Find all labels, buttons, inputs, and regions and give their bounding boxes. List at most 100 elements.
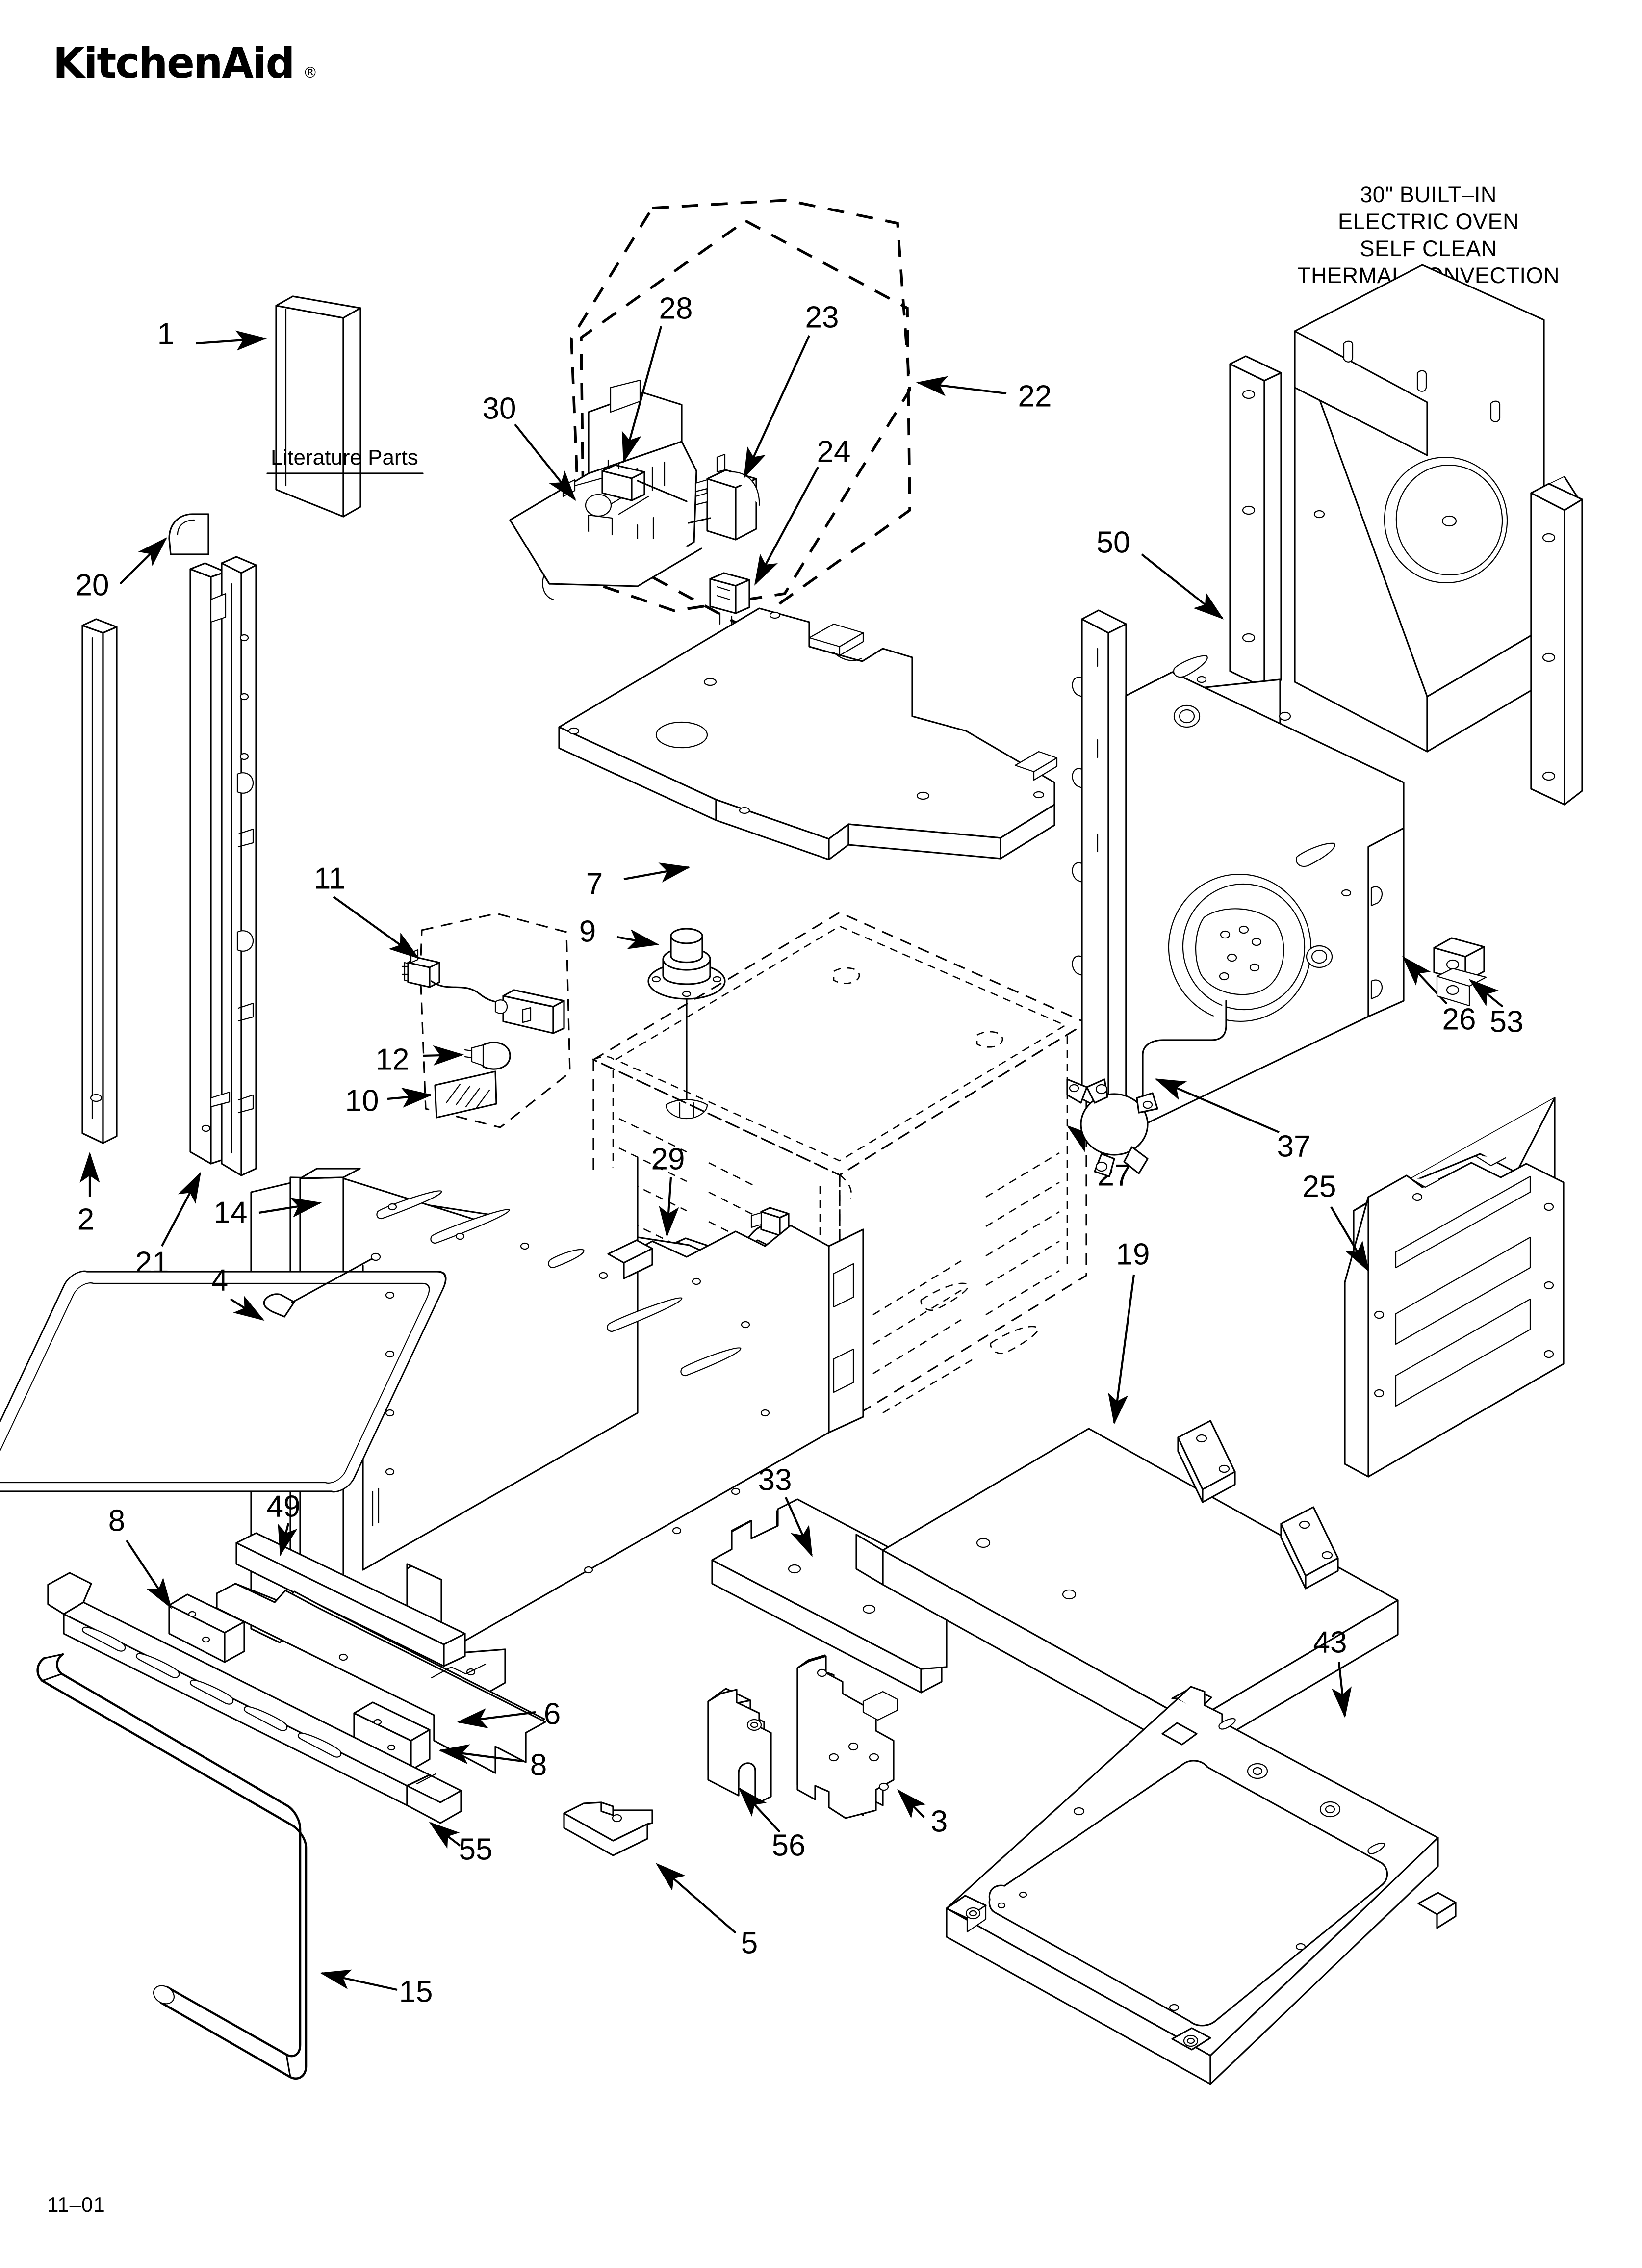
callout-1: 1 xyxy=(157,317,267,351)
callout-8-lower: 8 xyxy=(438,1744,547,1782)
part-support-bracket xyxy=(235,1532,466,1667)
part-latch-bracket xyxy=(509,379,702,600)
callout-56: 56 xyxy=(738,1787,806,1862)
part-rear-back-panel xyxy=(1229,264,1583,806)
callout-12: 12 xyxy=(376,1043,464,1076)
callout-30: 30 xyxy=(483,391,576,501)
callout-25: 25 xyxy=(1303,1170,1370,1273)
callout-29: 29 xyxy=(651,1142,685,1238)
part-flat-bracket xyxy=(563,1801,653,1856)
callout-number-28: 28 xyxy=(659,291,693,325)
part-light-lens xyxy=(434,1070,497,1119)
title-line-3: SELF CLEAN xyxy=(1360,235,1497,261)
label-literature-parts: Literature Parts xyxy=(266,445,424,474)
callout-43: 43 xyxy=(1313,1625,1352,1719)
callout-3: 3 xyxy=(897,1789,948,1838)
part-side-rail xyxy=(189,556,257,1176)
callout-50: 50 xyxy=(1097,525,1224,620)
callout-number-9: 9 xyxy=(579,914,596,948)
page-reference: 11–01 xyxy=(47,2193,105,2216)
callout-number-22: 22 xyxy=(1018,379,1052,413)
callout-26: 26 xyxy=(1402,956,1476,1036)
part-oven-front-frame xyxy=(0,1157,864,1703)
callout-number-8-upper: 8 xyxy=(108,1504,125,1538)
callout-number-3: 3 xyxy=(931,1804,948,1838)
callout-2: 2 xyxy=(77,1151,100,1236)
part-literature-manual xyxy=(275,295,361,518)
callout-number-33: 33 xyxy=(758,1463,792,1497)
callout-15: 15 xyxy=(319,1969,433,2008)
part-light-socket xyxy=(401,949,504,1006)
callout-53: 53 xyxy=(1468,979,1524,1039)
title-line-1: 30" BUILT–IN xyxy=(1360,182,1497,207)
callout-number-7: 7 xyxy=(586,867,603,901)
part-side-louver-panel xyxy=(1344,1097,1565,1478)
part-light-housing xyxy=(494,989,565,1034)
callout-28: 28 xyxy=(621,291,693,464)
callout-4: 4 xyxy=(211,1263,265,1321)
part-rear-panel-edge xyxy=(1072,609,1405,1134)
callout-6: 6 xyxy=(456,1697,561,1731)
callout-49: 49 xyxy=(267,1489,301,1557)
part-bottom-frame-tray xyxy=(946,1686,1457,2085)
callout-number-19: 19 xyxy=(1116,1237,1150,1271)
callout-11: 11 xyxy=(314,861,420,959)
callout-23: 23 xyxy=(744,300,839,479)
callout-37: 37 xyxy=(1155,1078,1311,1163)
callout-number-56: 56 xyxy=(772,1828,806,1862)
callout-7: 7 xyxy=(586,862,691,901)
callout-number-37: 37 xyxy=(1277,1129,1311,1163)
part-door-gasket xyxy=(36,1653,308,2080)
callout-number-29: 29 xyxy=(651,1142,685,1176)
callout-number-43: 43 xyxy=(1313,1625,1347,1659)
part-channel-rail xyxy=(711,1498,948,1694)
brand-wordmark: KitchenAid xyxy=(53,39,295,88)
part-trim-strip xyxy=(81,618,118,1144)
literature-parts-label: Literature Parts xyxy=(271,445,418,469)
group-latch-assembly-boundary-outline xyxy=(580,219,911,630)
group-light-assembly-boundary xyxy=(419,912,571,1128)
registered-trademark-symbol: ® xyxy=(303,64,318,81)
callout-number-4: 4 xyxy=(211,1263,228,1297)
callout-5: 5 xyxy=(655,1863,758,1960)
part-latch-switch-lever xyxy=(601,459,688,502)
callout-number-49: 49 xyxy=(267,1489,301,1523)
callout-24: 24 xyxy=(754,435,851,586)
callout-number-2: 2 xyxy=(77,1202,94,1236)
callout-22: 22 xyxy=(916,376,1052,413)
callout-number-30: 30 xyxy=(483,391,516,425)
callout-number-50: 50 xyxy=(1097,525,1130,559)
callout-number-24: 24 xyxy=(817,435,851,469)
callout-9: 9 xyxy=(579,914,660,949)
callout-number-11: 11 xyxy=(314,861,345,895)
title-line-2: ELECTRIC OVEN xyxy=(1338,209,1519,234)
callout-55: 55 xyxy=(429,1822,492,1866)
callout-number-6: 6 xyxy=(544,1697,561,1731)
callout-21: 21 xyxy=(135,1172,201,1279)
brand-logo: KitchenAid ® xyxy=(53,42,318,84)
part-latch-strike-clip xyxy=(707,1688,772,1805)
callout-number-15: 15 xyxy=(399,1975,433,2008)
part-thermostat-bulb xyxy=(647,928,726,1120)
callout-number-20: 20 xyxy=(76,568,109,602)
callout-10: 10 xyxy=(345,1084,433,1118)
callout-33: 33 xyxy=(758,1463,813,1557)
part-small-clip xyxy=(1433,937,1487,1007)
part-thermal-limiter-switch xyxy=(1066,1078,1158,1177)
part-hinge-bracket xyxy=(796,1654,898,1819)
part-latch-switch xyxy=(709,572,750,628)
group-latch-assembly-boundary xyxy=(570,199,911,612)
callout-number-10: 10 xyxy=(345,1084,379,1118)
callout-20: 20 xyxy=(76,537,167,602)
part-trim-end-cap-rail xyxy=(47,1572,462,1824)
part-spacer-block-lower xyxy=(353,1701,431,1771)
callout-number-23: 23 xyxy=(805,300,839,334)
callout-number-25: 25 xyxy=(1303,1170,1336,1203)
callout-number-26: 26 xyxy=(1442,1002,1476,1036)
callout-number-53: 53 xyxy=(1490,1005,1524,1039)
callout-number-14: 14 xyxy=(214,1196,248,1229)
callout-number-5: 5 xyxy=(741,1926,758,1960)
callout-number-8-lower: 8 xyxy=(530,1748,547,1782)
part-bottom-shelf-panel xyxy=(855,1420,1399,1757)
